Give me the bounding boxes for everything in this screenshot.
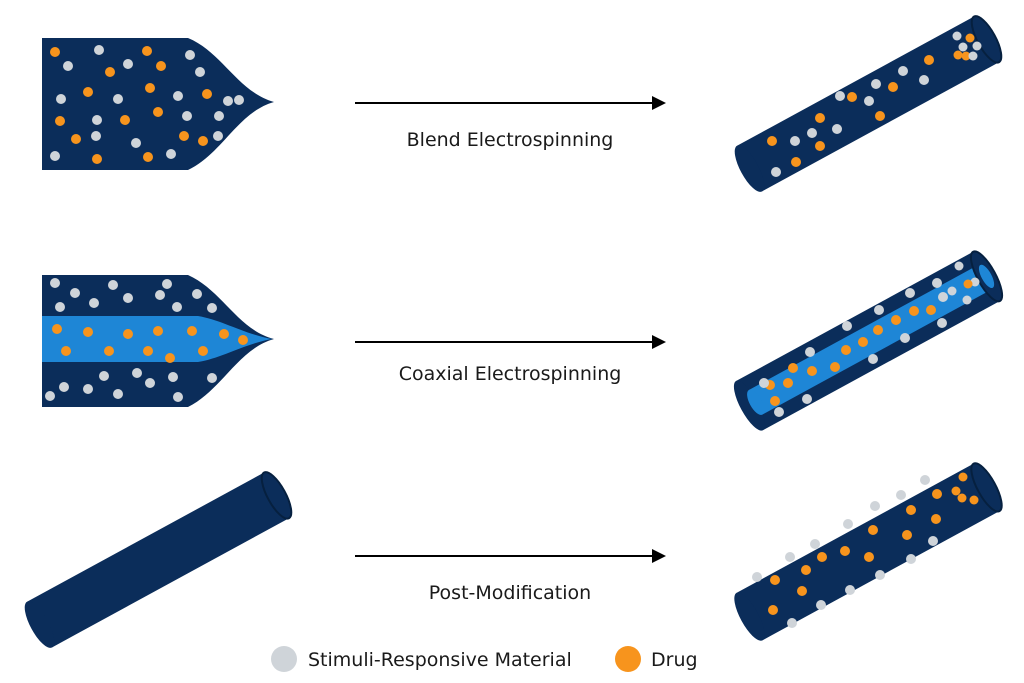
blend-fiber-particles: [767, 31, 982, 177]
coaxial-fiber-particles: [759, 261, 980, 417]
legend-stimuli-swatch: [271, 646, 297, 672]
coaxial-fiber: [733, 250, 1004, 431]
coaxial-nozzle-core: [42, 316, 272, 362]
coaxial-nozzle-particles: [45, 278, 248, 402]
blend-label: Blend Electrospinning: [407, 129, 614, 151]
coaxial-solution-nozzle: [42, 275, 274, 407]
post-modified-fiber: [734, 462, 1003, 641]
legend-drug-label: Drug: [651, 649, 698, 671]
legend: Stimuli-Responsive Material Drug: [271, 646, 698, 672]
post-label: Post-Modification: [429, 582, 591, 604]
blend-solution-nozzle: [42, 38, 274, 170]
blend-nozzle-particles: [50, 45, 244, 164]
post-fiber-particles: [752, 472, 979, 628]
blend-fiber: [734, 15, 1003, 192]
legend-stimuli-label: Stimuli-Responsive Material: [308, 649, 572, 671]
coaxial-label: Coaxial Electrospinning: [399, 363, 622, 385]
legend-drug-swatch: [615, 646, 641, 672]
coaxial-fiber-core: [748, 266, 989, 415]
plain-fiber: [24, 471, 293, 648]
